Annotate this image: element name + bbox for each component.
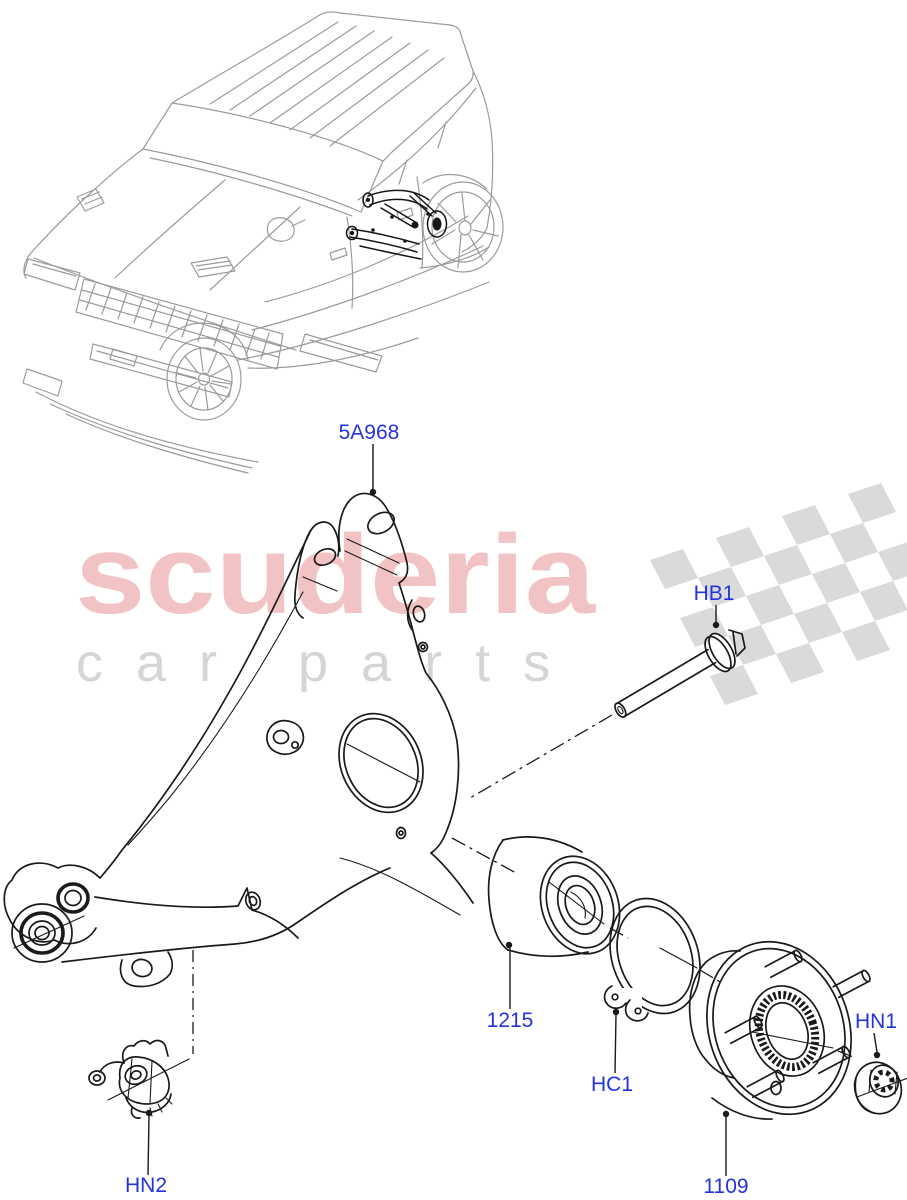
callout-knuckle: 5A968 [339, 421, 400, 496]
checkered-flag-graphic [650, 483, 907, 705]
part-code-link[interactable]: HC1 [591, 1073, 633, 1096]
vehicle-front-wheel [166, 337, 242, 421]
wheel-hub-drawing [688, 940, 871, 1120]
lock-nut-drawing [88, 1039, 173, 1119]
vehicle-thumbnail [22, 11, 504, 474]
vehicle-rear-wheel [422, 181, 504, 273]
vehicle-roof [171, 11, 474, 162]
snap-ring-drawing [598, 897, 723, 1026]
callouts: 5A968 HB1 1215 HC1 HN1 1109 [125, 421, 897, 1198]
part-code-link[interactable]: 1109 [703, 1175, 748, 1198]
vehicle-grille [75, 278, 284, 370]
leader-line [873, 1032, 878, 1053]
leader-dot [612, 1008, 620, 1016]
wheel-studs [724, 949, 871, 1099]
pivot-bolt-drawing [469, 629, 746, 799]
leader-dot [505, 941, 513, 949]
leader-dot [369, 488, 377, 496]
knuckle-drawing [3, 492, 474, 1101]
leader-dot [145, 1109, 153, 1117]
vehicle-hood [23, 148, 301, 351]
leader-dot [873, 1051, 881, 1059]
vehicle-side-body [159, 70, 494, 369]
leader-line [614, 1014, 617, 1074]
rear-suspension-highlight [345, 189, 448, 260]
callout-snap-ring: HC1 [591, 1008, 633, 1096]
center-axis-line [451, 837, 517, 874]
hub-nut-drawing [853, 1061, 907, 1115]
exploded-parts [3, 492, 907, 1120]
part-code-link[interactable]: 1215 [487, 1009, 534, 1032]
callout-lock-nut: HN2 [125, 1109, 167, 1197]
leader-dot [712, 621, 720, 629]
callout-hub-nut: HN1 [855, 1010, 897, 1059]
callout-pivot-bolt: HB1 [694, 582, 735, 629]
vehicle-bumper [22, 343, 259, 474]
part-code-link[interactable]: HB1 [694, 582, 735, 605]
vehicle-side-glass [357, 87, 477, 201]
part-code-link[interactable]: HN2 [125, 1174, 167, 1197]
vehicle-windshield [142, 102, 384, 217]
leader-line [147, 1115, 150, 1176]
part-code-link[interactable]: HN1 [855, 1010, 897, 1033]
vehicle-mirror [266, 217, 306, 242]
callout-wheel-bearing: 1215 [487, 941, 534, 1032]
callout-wheel-hub: 1109 [703, 1110, 749, 1198]
leader-dot [722, 1110, 730, 1118]
watermark: scuderia car parts [75, 483, 907, 705]
watermark-tagline-text: car parts [76, 633, 583, 693]
wheel-bearing-drawing [487, 836, 621, 958]
part-code-link[interactable]: 5A968 [339, 421, 400, 444]
